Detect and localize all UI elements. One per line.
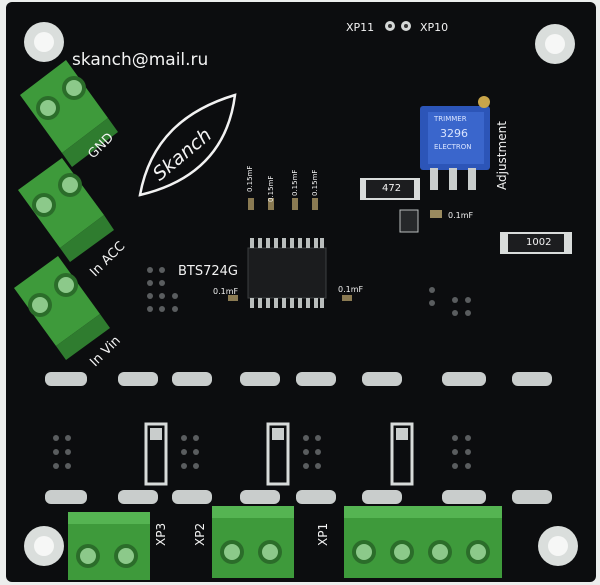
xp2-label: XP2 (193, 522, 207, 546)
resistor-472-label: 472 (382, 183, 402, 194)
mounting-holes (24, 22, 578, 566)
cap-label-f: 0.15mF (291, 169, 299, 196)
terminal-xp1 (344, 506, 426, 578)
cap-label-c: 0.1mF (448, 211, 474, 220)
bts724g-chip (247, 238, 327, 308)
terminal-in-vin (14, 256, 110, 360)
xp10-label: XP10 (420, 21, 449, 34)
resistor-1002-label: 1002 (526, 237, 552, 248)
xp11-label: XP11 (346, 21, 375, 34)
xp1-label: XP1 (316, 522, 330, 546)
terminal-gnd (20, 60, 118, 167)
cap-label-a: 0.1mF (213, 287, 239, 296)
chip-label: BTS724G (178, 264, 238, 279)
xp3-label: XP3 (154, 522, 168, 546)
email-label: skanch@mail.ru (72, 50, 209, 70)
vertical-components (144, 422, 414, 486)
logo-outline (138, 93, 237, 197)
trimmer-model-text: 3296 (440, 127, 468, 140)
cap-label-d: 0.15mF (246, 165, 254, 192)
terminal-xp3 (68, 512, 150, 580)
trimmer-potentiometer (420, 96, 490, 190)
trimmer-top-text: TRIMMER (434, 115, 467, 123)
terminal-in-acc (18, 158, 114, 262)
terminal-xp2 (212, 506, 294, 578)
terminal-xp0 (420, 506, 502, 578)
cap-label-e: 0.15mF (267, 175, 275, 202)
cap-label-b: 0.1mF (338, 285, 364, 294)
adjustment-label: Adjustment (495, 121, 509, 190)
trimmer-brand-text: ELECTRON (434, 143, 472, 151)
cap-label-g: 0.15mF (311, 169, 319, 196)
